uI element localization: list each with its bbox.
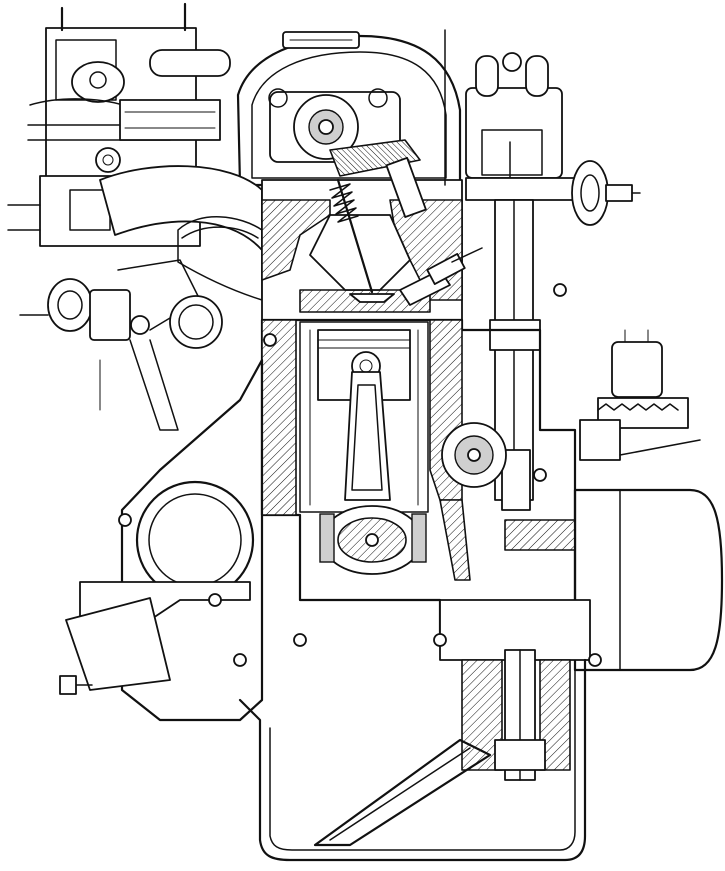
rocker-cover xyxy=(236,31,462,187)
oil-pickup-pipe xyxy=(313,738,492,847)
exhaust-port-pipe xyxy=(169,295,223,349)
inlet-valve xyxy=(329,178,395,303)
engine-mount xyxy=(59,581,251,695)
choke-vacuum-unit xyxy=(19,259,201,431)
oil-sump xyxy=(238,658,587,862)
carburettor xyxy=(7,2,231,247)
rocker-arm xyxy=(329,139,427,218)
oil-pump xyxy=(439,599,591,781)
piston xyxy=(317,329,411,401)
auxiliary-shaft xyxy=(441,422,507,488)
oil-filter xyxy=(573,488,724,672)
fuel-pump xyxy=(579,329,701,461)
distributor-vacuum-advance xyxy=(571,160,641,226)
connecting-rod xyxy=(344,371,391,501)
distributor xyxy=(444,29,577,201)
spark-plug xyxy=(399,247,483,306)
bolt-studs xyxy=(208,283,602,667)
crankshaft xyxy=(319,505,427,575)
